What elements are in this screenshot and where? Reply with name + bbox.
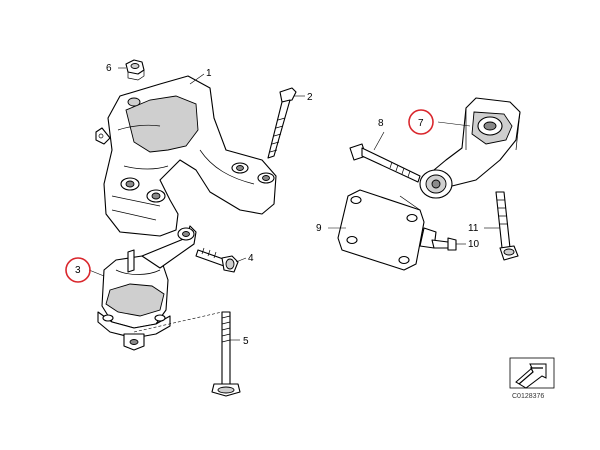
direction-arrow-icon [509,357,555,389]
bolt-part-5[interactable] [211,311,241,397]
callout-7[interactable]: 7 [418,118,424,129]
rear-mount-part-7[interactable] [419,97,521,199]
callout-9[interactable]: 9 [316,223,322,234]
callout-6[interactable]: 6 [106,63,112,74]
callout-5[interactable]: 5 [243,336,249,347]
diagram-code: C0128376 [512,393,544,400]
callout-8[interactable]: 8 [378,118,384,129]
leader-lines [88,67,500,341]
bolt-part-2[interactable] [267,87,297,159]
callout-11[interactable]: 11 [468,223,479,234]
highlight-circle-callout-7 [408,109,434,135]
engine-mount-part-3[interactable] [97,225,197,351]
bolt-part-11[interactable] [495,191,519,261]
bolt-part-10[interactable] [431,237,457,251]
nut-part-6[interactable] [125,59,145,81]
callout-10[interactable]: 10 [468,239,480,250]
bolt-part-4[interactable] [195,247,239,273]
highlight-circle-callout-3 [65,257,91,283]
callout-3[interactable]: 3 [75,265,81,276]
callout-4[interactable]: 4 [248,253,254,264]
callout-labels: 1 2 3 4 5 6 7 8 9 10 11 [75,63,480,347]
bolt-part-8[interactable] [349,143,421,183]
callout-1[interactable]: 1 [206,68,212,79]
engine-bracket[interactable] [95,75,277,237]
assembly-line [133,311,223,333]
plate-part-9[interactable] [337,189,437,271]
callout-2[interactable]: 2 [307,92,313,103]
